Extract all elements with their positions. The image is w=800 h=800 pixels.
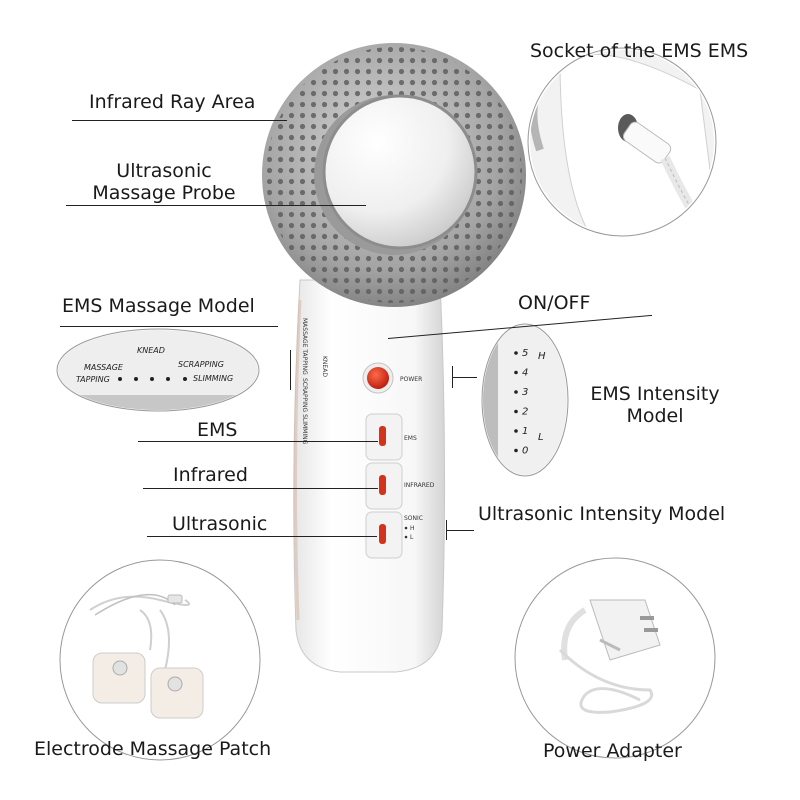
intensity-level-2: 2 — [522, 407, 528, 418]
intensity-level-1: 1 — [522, 426, 528, 437]
intensity-level-3: 3 — [522, 387, 528, 398]
label-socket: Socket of the EMS EMS — [530, 40, 749, 62]
ems-button — [365, 413, 403, 461]
label-ultrasonic-probe: Ultrasonic Massage Probe — [84, 160, 244, 204]
intensity-level-dot — [514, 370, 518, 375]
label-infrared-ray-area: Infrared Ray Area — [89, 91, 256, 113]
label-ems: EMS — [197, 419, 238, 441]
leader-infrared — [72, 120, 287, 121]
leader-ultrasonic-intensity — [446, 530, 474, 531]
infrared-button — [365, 462, 403, 510]
svg-text:KNEAD: KNEAD — [321, 356, 328, 377]
bracket-ultrasonic — [446, 520, 447, 540]
label-ems-intensity-line2: Model — [626, 405, 684, 427]
leader-ems — [138, 441, 378, 442]
intensity-level-dot — [514, 351, 518, 355]
svg-text:L: L — [410, 534, 414, 541]
leader-ultrasonic-btn — [147, 536, 377, 537]
svg-text:INFRARED: INFRARED — [404, 482, 435, 489]
label-ems-intensity: EMS Intensity Model — [585, 383, 725, 427]
svg-text:SCRAPPING SLIMMING: SCRAPPING SLIMMING — [301, 378, 308, 445]
intensity-level-4: 4 — [522, 368, 528, 379]
intensity-level-dot — [514, 390, 518, 394]
svg-text:KNEAD: KNEAD — [137, 346, 165, 355]
svg-text:SCRAPPING: SCRAPPING — [178, 360, 224, 369]
svg-text:MASSAGE: MASSAGE — [84, 363, 124, 372]
intensity-level-0: 0 — [522, 446, 528, 457]
intensity-low-mark: L — [538, 432, 544, 443]
svg-text:SONIC: SONIC — [404, 515, 423, 522]
leader-ems-model — [60, 326, 278, 327]
socket-zoom — [530, 50, 714, 234]
leader-ems-intensity — [452, 377, 477, 378]
power-button — [367, 367, 389, 389]
label-ems-intensity-line1: EMS Intensity — [590, 383, 720, 405]
bracket-ems-model — [290, 350, 291, 390]
device-side-text: MASSAGE TAPPING KNEAD SCRAPPING SLIMMING — [301, 318, 328, 445]
svg-text:TAPPING: TAPPING — [76, 375, 110, 384]
label-infrared: Infrared — [173, 464, 248, 486]
ultrasonic-probe — [322, 94, 478, 250]
intensity-level-dot — [514, 429, 518, 433]
intensity-level-dot — [514, 448, 518, 453]
label-ems-massage-model: EMS Massage Model — [62, 295, 255, 317]
svg-text:MASSAGE TAPPING: MASSAGE TAPPING — [301, 318, 308, 375]
label-power-adapter: Power Adapter — [543, 740, 682, 762]
svg-text:H: H — [410, 525, 415, 532]
leader-infrared-btn — [143, 488, 378, 489]
bracket-ems-intensity — [452, 366, 453, 388]
ems-mode-zoom: MASSAGE KNEAD SCRAPPING TAPPING SLIMMING — [58, 330, 258, 410]
label-ultrasonic-probe-line2: Massage Probe — [92, 182, 236, 204]
label-ultrasonic: Ultrasonic — [172, 513, 268, 535]
power-adapter-illustration — [558, 599, 661, 714]
label-on-off: ON/OFF — [518, 292, 591, 314]
label-ultrasonic-intensity: Ultrasonic Intensity Model — [478, 503, 726, 525]
ultrasonic-button — [365, 511, 403, 559]
leader-ultrasonic-probe — [66, 205, 366, 206]
intensity-level-5: 5 — [522, 348, 528, 359]
electrode-patch-illustration — [89, 593, 204, 719]
label-ultrasonic-probe-line1: Ultrasonic — [116, 160, 212, 182]
ems-intensity-zoom — [483, 325, 567, 475]
intensity-high-mark: H — [538, 351, 546, 362]
svg-text:SLIMMING: SLIMMING — [193, 374, 233, 383]
svg-text:POWER: POWER — [400, 376, 422, 383]
intensity-level-dot — [514, 409, 518, 414]
svg-text:EMS: EMS — [404, 435, 417, 442]
label-electrode-patch: Electrode Massage Patch — [34, 738, 272, 760]
ems-intensity-levels: 5 4 3 2 1 0 — [514, 348, 528, 457]
